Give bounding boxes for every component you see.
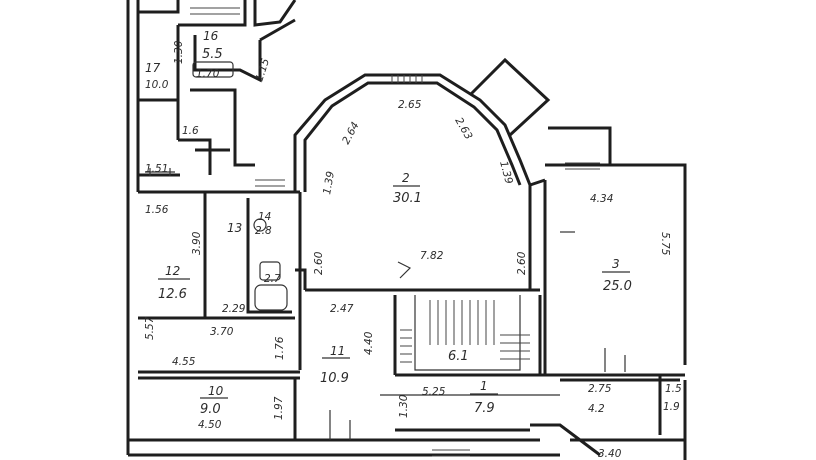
dimension-label: 1.70 <box>196 68 220 80</box>
dimension-label: 1.39 <box>497 160 515 186</box>
dimension-label: 2.64 <box>340 120 362 146</box>
dimension-label: 1.51 <box>145 163 168 175</box>
dimension-label: 3.90 <box>191 231 203 255</box>
window-marks <box>190 7 600 457</box>
room-label-corridor: 1 7.9 <box>470 379 498 416</box>
dimension-label: 1.39 <box>321 170 337 195</box>
room-number: 10 <box>208 384 224 398</box>
dimension-label: 1.30 <box>173 40 185 64</box>
room-number: 16 <box>203 29 219 43</box>
dimension-label: 3.40 <box>598 448 622 460</box>
dimension-label: 1.6 <box>182 125 199 137</box>
room-label-14: 14 2.7 <box>258 211 281 285</box>
dimension-label: 1.97 <box>273 396 285 420</box>
dimension-label: 1.5 <box>665 383 682 395</box>
room-area: 25.0 <box>603 279 632 294</box>
dimension-label: 1.30 <box>398 394 410 418</box>
dimension-label: 2.75 <box>588 383 612 395</box>
room-area: 30.1 <box>393 191 422 206</box>
room-area: 2.7 <box>264 273 281 285</box>
dimension-label: 1.56 <box>145 204 169 216</box>
stair-hatching <box>397 261 530 371</box>
dimension-label: 4.50 <box>198 419 222 431</box>
dimension-label: 5.25 <box>422 386 446 398</box>
dimension-label: 4.40 <box>363 331 375 355</box>
room-number: 11 <box>330 344 345 358</box>
dimension-label: 1.9 <box>663 401 680 413</box>
walls <box>126 0 687 460</box>
dimension-label: 2.63 <box>452 116 474 142</box>
dimension-label: 4.55 <box>172 356 196 368</box>
dimension-label: 4.34 <box>590 193 613 205</box>
room-label-10: 10 9.0 <box>200 384 228 417</box>
dimension-label: 5.57 <box>144 316 156 340</box>
dimension-label: 2.29 <box>222 303 246 315</box>
dimension-label: 2.47 <box>330 303 354 315</box>
dimension-label: 2.60 <box>516 251 528 275</box>
dimension-label: 2.60 <box>313 251 325 275</box>
dimension-label: 5.75 <box>659 232 671 256</box>
room-number: 2 <box>402 171 410 185</box>
room-area: 9.0 <box>200 402 221 417</box>
room-area: 5.5 <box>202 47 223 62</box>
dimension-ticks <box>145 168 626 440</box>
room-number: 14 <box>258 211 271 223</box>
room-label-small: 4.2 <box>588 403 605 415</box>
room-label-16: 16 5.5 <box>202 29 223 62</box>
dimension-label: 7.82 <box>420 250 444 262</box>
room-number: 1 <box>480 379 488 393</box>
room-number: 17 <box>145 61 161 75</box>
dimension-label: 2.65 <box>398 99 422 111</box>
room-area: 7.9 <box>474 401 495 416</box>
sanitary-fixtures <box>192 61 288 311</box>
room-area: 2.8 <box>255 225 272 237</box>
room-label-12: 12 12.6 <box>158 264 190 302</box>
dimension-label: 1.76 <box>274 336 286 360</box>
room-number: 13 <box>227 221 242 235</box>
room-label-3: 3 25.0 <box>602 257 632 294</box>
room-area: 6.1 <box>448 349 469 364</box>
room-area: 10.0 <box>145 79 169 91</box>
room-label-11: 11 10.9 <box>320 344 350 386</box>
room-label-stair: 6.1 <box>448 349 469 364</box>
dimension-label: 1.15 <box>253 57 272 83</box>
room-number: 3 <box>612 257 620 271</box>
room-area: 10.9 <box>320 371 349 386</box>
room-area: 4.2 <box>588 403 605 415</box>
dimension-labels: 2.65 2.64 1.39 2.63 1.39 1.30 4.34 5.75 … <box>144 40 682 460</box>
room-label-13: 13 2.8 <box>227 221 272 237</box>
room-area: 12.6 <box>158 287 187 302</box>
room-label-2: 2 30.1 <box>393 171 422 206</box>
room-label-17: 17 10.0 <box>145 61 169 91</box>
room-number: 12 <box>165 264 180 278</box>
dimension-label: 3.70 <box>210 326 234 338</box>
